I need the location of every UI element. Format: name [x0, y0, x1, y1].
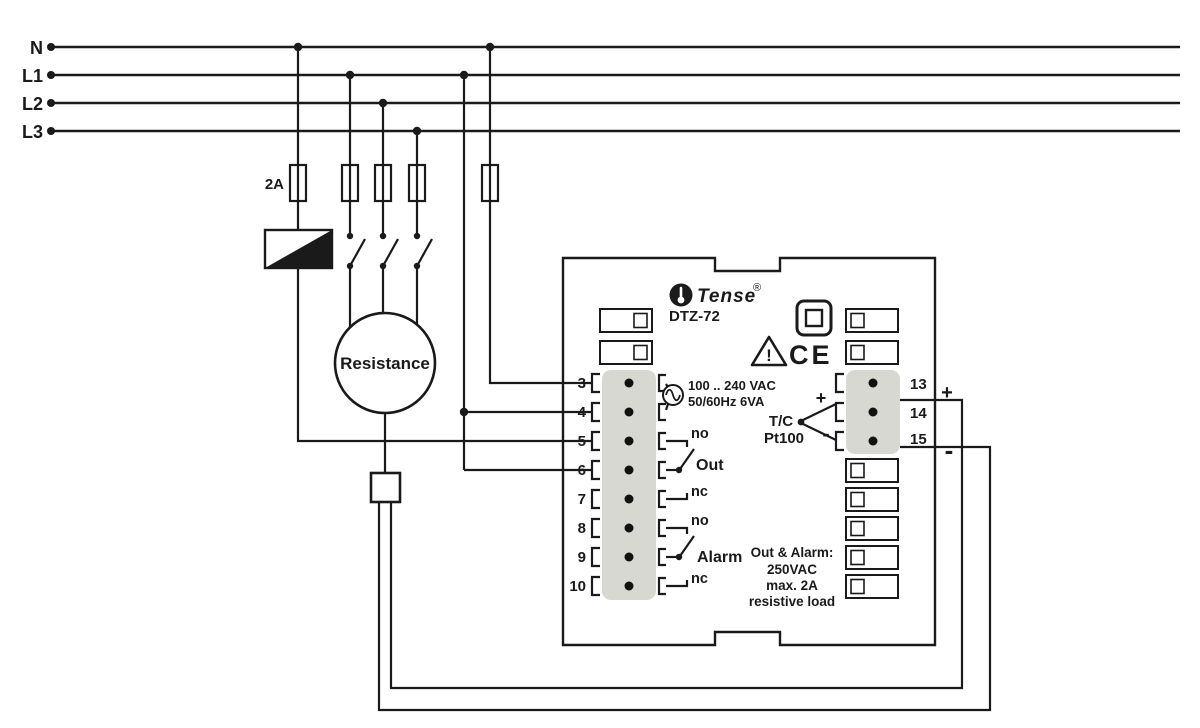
bus-label-l1: L1 — [22, 66, 43, 86]
contactor-contact-icon — [345, 231, 367, 271]
bus-labels: N L1 L2 L3 — [22, 38, 43, 142]
terminal-number: 9 — [578, 549, 586, 566]
junction-dots — [293, 42, 495, 417]
terminal-box — [845, 458, 899, 483]
relay-alarm-no — [666, 526, 689, 534]
sensor-wire-minus — [802, 423, 837, 441]
external-minus-label: - — [945, 435, 954, 465]
alarm-label: Alarm — [697, 549, 742, 566]
model-label: DTZ-72 — [669, 308, 720, 325]
rating-line2: 250VAC — [767, 562, 817, 577]
sensor-type-line2: Pt100 — [764, 430, 804, 447]
terminal-number: 4 — [578, 404, 587, 421]
bus-label-l2: L2 — [22, 94, 43, 114]
terminal-numbers-right: 13 14 15 — [910, 376, 927, 448]
contactor-contact-icon — [412, 231, 434, 271]
fuse-rating-label: 2A — [265, 176, 284, 193]
sensor-type-line1: T/C — [769, 413, 793, 430]
relay-alarm-arm — [679, 535, 695, 557]
output-rating: Out & Alarm: 250VAC max. 2A resistive lo… — [749, 545, 835, 609]
terminal-box — [845, 545, 899, 570]
wire-coil-to-term5 — [296, 268, 592, 443]
terminal-strip-left — [590, 308, 656, 600]
sensor-probe-icon — [369, 471, 402, 504]
power-buses — [50, 45, 1180, 133]
bus-label-n: N — [30, 38, 43, 58]
alarm-nc-label: nc — [691, 571, 708, 587]
sensor-node — [797, 418, 805, 426]
terminal-box — [845, 487, 899, 512]
terminal-box — [845, 340, 899, 365]
wire-sensor-plus — [389, 398, 964, 690]
out-relay-labels: no Out nc — [691, 426, 724, 500]
alarm-no-label: no — [691, 513, 709, 529]
resistance-load: Resistance — [333, 311, 437, 415]
contactor-contacts — [345, 231, 434, 271]
terminal-number: 6 — [578, 462, 586, 479]
ce-mark: CE — [789, 340, 833, 370]
relay-alarm-pivot — [675, 553, 683, 561]
relay-out-arm — [679, 448, 695, 470]
sensor-minus-label: - — [822, 421, 829, 446]
supply-rating-line1: 100 .. 240 VAC — [688, 378, 777, 393]
warning-mark: ! — [766, 346, 772, 365]
terminal-box — [845, 516, 899, 541]
terminal-box — [845, 308, 899, 333]
relay-alarm-nc — [666, 580, 689, 588]
terminal-strip-right — [834, 308, 900, 599]
alarm-relay-labels: no Alarm nc — [691, 513, 742, 587]
terminal-number: 8 — [578, 520, 586, 537]
sensor-wire-plus — [802, 403, 837, 421]
supply-rating: 100 .. 240 VAC 50/60Hz 6VA — [688, 378, 777, 409]
sensor-labels: T/C Pt100 + - — [764, 388, 830, 447]
supply-symbol-icon — [662, 384, 684, 406]
terminal-number: 3 — [578, 375, 586, 392]
terminal-number: 10 — [569, 578, 586, 595]
wire-n-term3 — [488, 47, 592, 385]
display-frame-icon — [795, 299, 833, 337]
out-label: Out — [696, 457, 724, 474]
terminal-number: 5 — [578, 433, 586, 450]
bus-label-l3: L3 — [22, 122, 43, 142]
supply-rating-line2: 50/60Hz 6VA — [688, 394, 765, 409]
terminal-numbers-left: 3 4 5 6 7 8 9 10 — [569, 375, 586, 595]
contactor-contact-icon — [378, 231, 400, 271]
contactor-coil-icon — [263, 228, 334, 270]
fuses — [288, 163, 500, 203]
out-no-label: no — [691, 426, 709, 442]
rating-line4: resistive load — [749, 594, 835, 609]
resistance-label: Resistance — [340, 354, 430, 373]
brand-name: Tense — [697, 286, 756, 307]
relay-out-pivot — [675, 466, 683, 474]
external-plus-label: + — [941, 382, 953, 404]
terminal-box — [845, 574, 899, 599]
warning-triangle-icon: ! — [750, 335, 788, 367]
bus-end-dots — [47, 43, 55, 135]
terminal-box — [599, 340, 653, 365]
out-nc-label: nc — [691, 484, 708, 500]
registered-mark: ® — [753, 282, 761, 294]
rating-line3: max. 2A — [766, 578, 818, 593]
terminal-number: 7 — [578, 491, 586, 508]
wire-sensor-minus — [377, 445, 992, 712]
sensor-plus-label: + — [816, 388, 827, 408]
relay-out-no — [666, 439, 689, 447]
relay-out-nc — [666, 493, 689, 501]
terminal-number: 13 — [910, 376, 927, 393]
terminal-number: 15 — [910, 431, 927, 448]
terminal-number: 14 — [910, 405, 927, 422]
brand-logo: Tense ® — [669, 282, 761, 307]
terminal-box — [599, 308, 653, 333]
rating-line1: Out & Alarm: — [751, 545, 834, 560]
